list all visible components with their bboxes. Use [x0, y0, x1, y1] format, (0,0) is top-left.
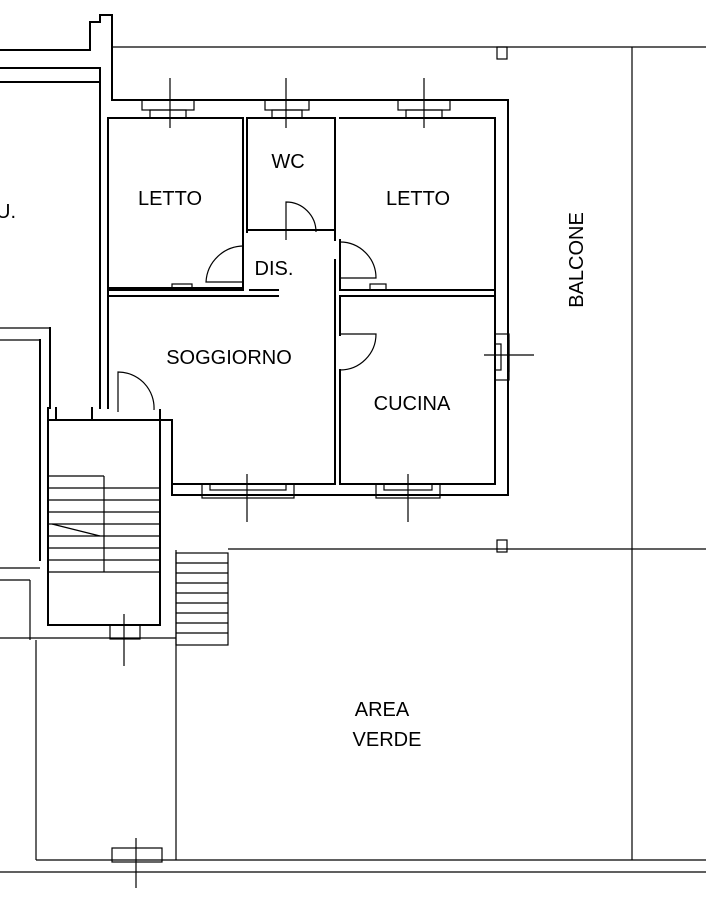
gate-bottom [111, 838, 163, 888]
window-soggiorno [201, 474, 295, 522]
label-wc: WC [271, 151, 304, 173]
label-letto-left: LETTO [138, 188, 202, 210]
windows [109, 78, 534, 888]
outer-structure [0, 14, 706, 873]
label-balcone: BALCONE [566, 212, 588, 308]
window-stair [109, 614, 141, 666]
label-area: AREA [355, 699, 410, 721]
room-labels: LETTO WC LETTO DIS. SOGGIORNO CUCINA BAL… [0, 151, 588, 751]
staircase [48, 475, 229, 646]
label-letto-right: LETTO [386, 188, 450, 210]
label-verde: VERDE [353, 729, 422, 751]
label-cucina: CUCINA [374, 393, 451, 415]
doors [117, 201, 377, 412]
window-letto-left [141, 78, 195, 128]
window-cucina-side [484, 333, 534, 381]
label-dis: DIS. [255, 258, 294, 280]
label-cut-fragment: U. [0, 201, 16, 223]
window-letto-right [397, 78, 451, 128]
label-soggiorno: SOGGIORNO [166, 347, 292, 369]
window-wc [264, 78, 310, 128]
window-cucina [375, 474, 441, 522]
